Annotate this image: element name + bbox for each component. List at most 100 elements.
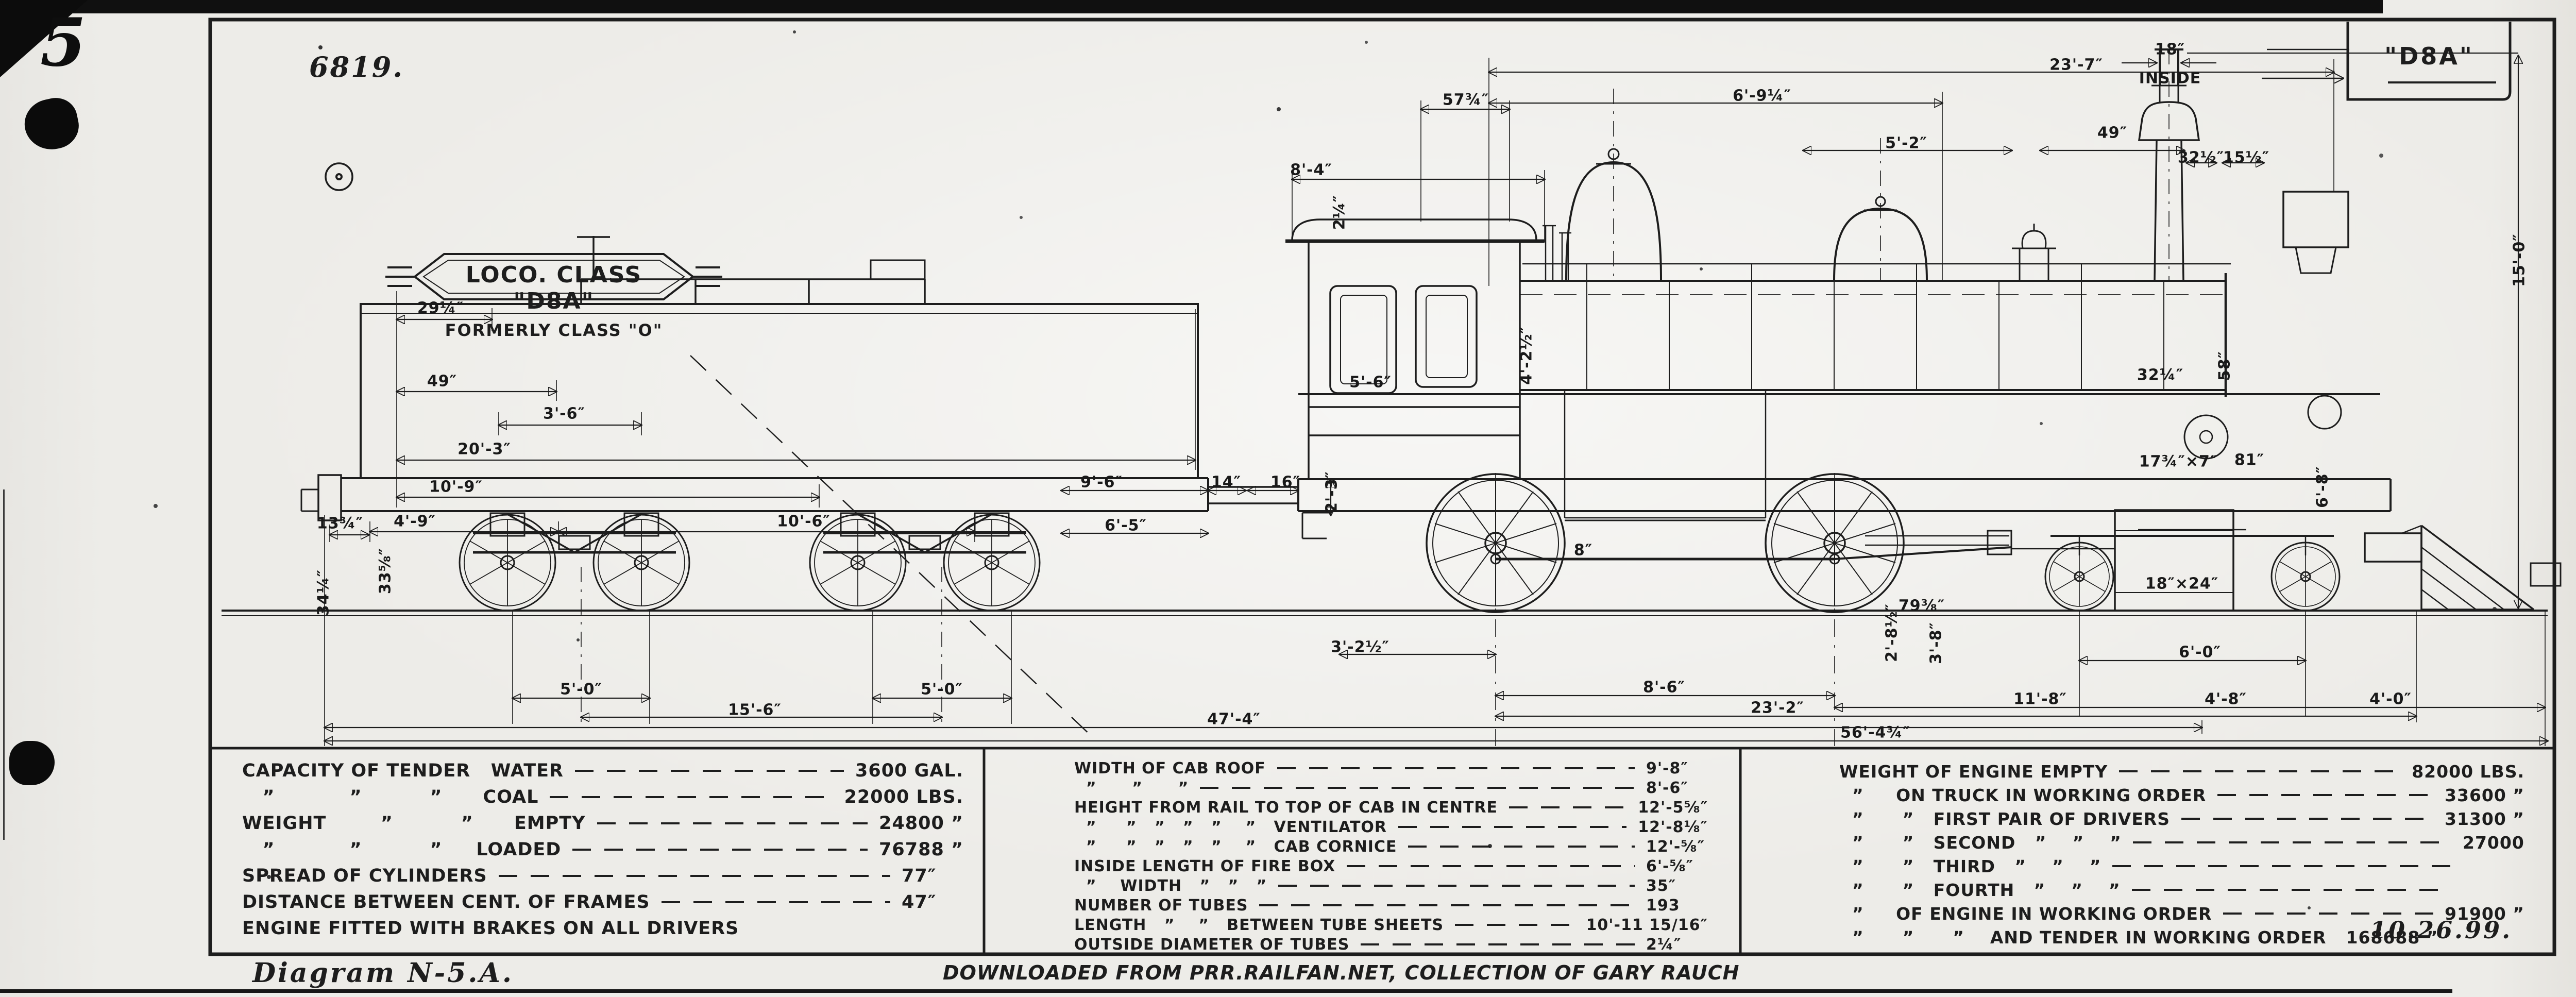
date-label: 10.26.99. (2370, 916, 2513, 944)
table-row: DISTANCE BETWEEN CENT. OF FRAMES 47″ (242, 889, 963, 915)
spec-label: CAPACITY OF TENDER WATER (242, 760, 564, 781)
footer-credit: DOWNLOADED FROM PRR.RAILFAN.NET, COLLECT… (943, 961, 1740, 984)
dimension-label: 2'-8½″ (1883, 603, 1901, 662)
dimension-label: 33⅝″ (376, 547, 395, 595)
table-row: HEIGHT FROM RAIL TO TOP OF CAB IN CENTRE… (1074, 798, 1708, 817)
dimension-label: 15'-0″ (2510, 233, 2529, 287)
scan-corner-fold (0, 0, 88, 77)
dimension-label: 5'-6″ (1349, 373, 1392, 392)
table-row: ENGINE FITTED WITH BRAKES ON ALL DRIVERS (242, 915, 963, 941)
leader-dashes (498, 874, 890, 877)
spec-value: 76788 ” (879, 839, 963, 860)
spec-label: ” ” ” (1074, 779, 1189, 797)
dimension-label: 8'-6″ (1643, 678, 1685, 697)
leader-dashes (1455, 924, 1575, 926)
spec-label: DISTANCE BETWEEN CENT. OF FRAMES (242, 891, 650, 912)
spec-value: 12'-5⅝″ (1638, 798, 1708, 817)
table-row: ” ” ” AND TENDER IN WORKING ORDER 168688… (1839, 925, 2524, 949)
leader-dashes (2112, 865, 2451, 867)
cab-boiler-spec-table: WIDTH OF CAB ROOF 9'-8″ ” ” ” 8'-6″ HEIG… (1074, 758, 1708, 954)
table-row: SPREAD OF CYLINDERS 77″ (242, 863, 963, 889)
dimension-label: 49″ (427, 372, 457, 391)
spec-value: 31300 ” (2445, 808, 2524, 829)
dimension-label: 6'-8″ (2313, 466, 2332, 508)
table-row: ” ” FOURTH ” ” ” (1839, 878, 2524, 902)
table-row: ” ” ” COAL 22000 LBS. (242, 784, 963, 810)
dimension-label: 4'-0″ (2369, 690, 2412, 708)
dimension-label: 18″ (2155, 40, 2185, 59)
spec-label: ” ” ” COAL (242, 786, 539, 807)
drawing-border (208, 18, 2556, 956)
leader-dashes (2334, 936, 2339, 938)
leader-dashes (2119, 770, 2401, 772)
leader-dashes (1259, 904, 1635, 906)
dimension-label: 3'-2½″ (1331, 638, 1389, 656)
spec-value: 12'-8⅛″ (1638, 818, 1708, 836)
dimension-label: 56'-4¾″ (1840, 723, 1910, 742)
dimension-label: 57¾″ (1442, 91, 1489, 109)
spec-label: ” ” THIRD ” ” ” (1839, 856, 2102, 876)
spec-value: 12'-⅝″ (1646, 837, 1705, 856)
table-row: ” ” FIRST PAIR OF DRIVERS 31300 ” (1839, 807, 2524, 831)
spec-value: 168688 ” (2346, 927, 2438, 948)
table-row: ” ” THIRD ” ” ” (1839, 854, 2524, 878)
dimension-label: 23'-7″ (2049, 56, 2103, 74)
spec-value: 3600 GAL. (855, 760, 963, 781)
spec-value: 77″ (902, 865, 937, 886)
dimension-label: 13¾″ (316, 514, 364, 533)
spec-label: ” WIDTH ” ” ” (1074, 876, 1267, 895)
spec-value: 82000 LBS. (2412, 761, 2524, 782)
leader-dashes (1277, 767, 1635, 769)
corner-class-label: "D8A" (2384, 42, 2474, 70)
dimension-label: 14″ (1211, 473, 1242, 492)
weights-spec-table: WEIGHT OF ENGINE EMPTY 82000 LBS. ” ON T… (1839, 759, 2524, 949)
dimension-label: 5'-2″ (1885, 134, 1927, 153)
dimension-label: 3'-8″ (1927, 622, 1945, 664)
spec-value: 24800 ” (879, 813, 963, 834)
dimension-label: 3'-6″ (543, 404, 585, 423)
dimension-label: INSIDE (2139, 69, 2201, 88)
spec-value: 91900 ” (2445, 903, 2524, 924)
dimension-label: 5'-0″ (921, 680, 963, 699)
dimension-label: 47'-4″ (1207, 710, 1261, 729)
dimension-label: 15'-6″ (728, 701, 782, 719)
table-row: ” ” ” 8'-6″ (1074, 778, 1708, 798)
dimension-label: 8'-4″ (1290, 161, 1332, 179)
dimension-label: 16″ (1270, 473, 1301, 492)
dimension-label: 49″ (2097, 124, 2128, 142)
dimension-label: 23'-2″ (1751, 699, 1804, 717)
dimension-label: 5'-0″ (560, 680, 602, 699)
table-row: ” OF ENGINE IN WORKING ORDER 91900 ” (1839, 902, 2524, 925)
spec-label: HEIGHT FROM RAIL TO TOP OF CAB IN CENTRE (1074, 798, 1498, 817)
spec-value: 9'-8″ (1646, 759, 1688, 778)
table-row: ” ” ” ” ” ” CAB CORNICE 12'-⅝″ (1074, 837, 1708, 856)
table-row: LENGTH ” ” BETWEEN TUBE SHEETS 10'-11 15… (1074, 915, 1708, 935)
leader-dashes (2181, 818, 2434, 820)
dimension-label: 34¼″ (314, 569, 333, 616)
corner-label-box (2262, 22, 2512, 101)
spec-value: 2¼″ (1646, 935, 1682, 954)
table-row: ” WIDTH ” ” ” 35″ (1074, 876, 1708, 895)
dimension-label: 6'-0″ (2179, 643, 2221, 662)
spec-label: OUTSIDE DIAMETER OF TUBES (1074, 935, 1350, 954)
dimension-label: 10'-9″ (429, 478, 483, 496)
spec-value: 35″ (1646, 876, 1676, 895)
dimension-label: 32½″ (2177, 148, 2225, 167)
table-row: NUMBER OF TUBES 193 (1074, 895, 1708, 915)
dimension-label: 2'-3″ (1323, 471, 1341, 513)
leader-dashes (1278, 885, 1635, 887)
leader-dashes (550, 796, 833, 798)
leader-dashes (1398, 826, 1627, 828)
spec-value: 8'-6″ (1646, 779, 1688, 797)
spec-label: ” OF ENGINE IN WORKING ORDER (1839, 903, 2212, 924)
leader-dashes (1200, 787, 1635, 789)
hole-punch-mark (9, 741, 55, 785)
table-row: WIDTH OF CAB ROOF 9'-8″ (1074, 758, 1708, 778)
leader-dashes (574, 769, 844, 772)
table-row: ” ” ” ” ” ” VENTILATOR 12'-8⅛″ (1074, 817, 1708, 837)
dimension-label: 15½″ (2223, 148, 2270, 167)
table-row: ” ” SECOND ” ” ” 27000 (1839, 831, 2524, 854)
table-row: WEIGHT ” ” EMPTY 24800 ” (242, 810, 963, 836)
leader-dashes (746, 927, 751, 930)
